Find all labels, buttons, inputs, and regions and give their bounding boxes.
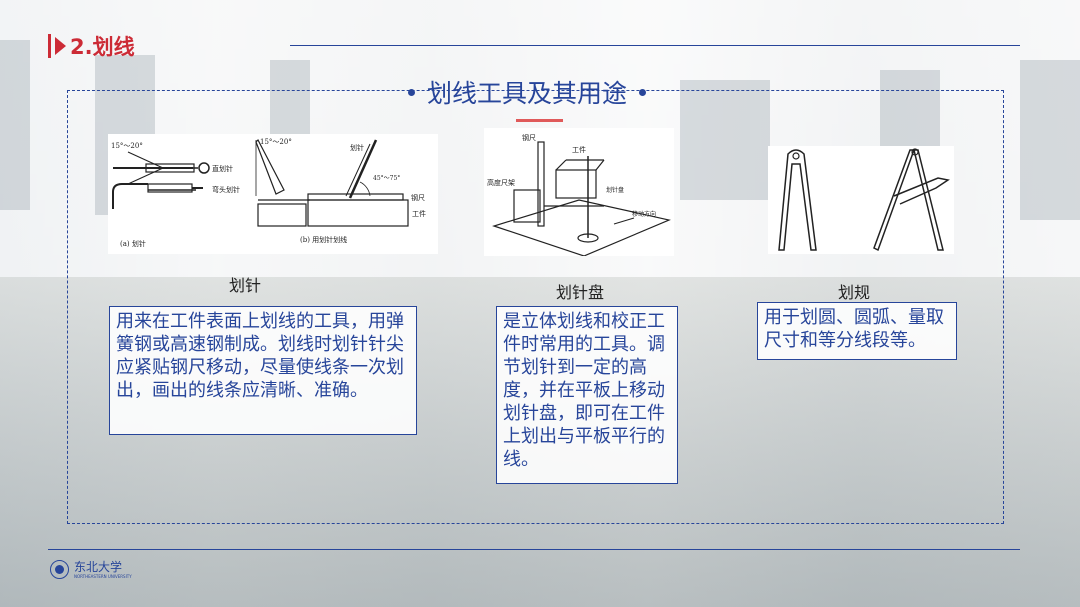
title-dot-left xyxy=(408,88,415,96)
label-height-ruler: 高度尺架 xyxy=(487,178,515,187)
caption-surface-gauge: 划针盘 xyxy=(556,283,605,302)
desc-dividers: 用于划圆、圆弧、量取尺寸和等分线段等。 xyxy=(757,302,957,360)
header-divider xyxy=(290,45,1020,46)
caption-dividers: 划规 xyxy=(838,283,871,302)
surface-gauge-figure: 钢尺 工件 高度尺架 划针盘 移动方向 xyxy=(484,128,674,257)
label-workpiece: 工件 xyxy=(412,209,426,218)
title-underline xyxy=(516,119,563,122)
label-angle-b: 15°～20° xyxy=(260,138,292,146)
label-caption-b: (b) 用划针划线 xyxy=(300,235,347,244)
university-logo: 东北大学 NORTHEASTERN UNIVERSITY xyxy=(50,560,132,579)
content-frame xyxy=(67,90,1004,524)
label-workpiece-2: 工件 xyxy=(572,145,586,154)
label-caption-a: (a) 划针 xyxy=(120,239,146,248)
desc-surface-gauge: 是立体划线和校正工件时常用的工具。调节划针到一定的高度，并在平板上移动划针盘，即… xyxy=(496,306,678,484)
header-arrow-icon xyxy=(55,37,66,55)
label-angle-c: 45°～75° xyxy=(373,175,400,182)
logo-name-en: NORTHEASTERN UNIVERSITY xyxy=(74,573,132,579)
scriber-figure: 15°～20° 直划针 弯头划针 (a) 划针 15°～20° 划针 45°～7… xyxy=(108,134,438,254)
caption-scriber: 划针 xyxy=(229,276,262,295)
header-accent-bar xyxy=(48,34,51,58)
dividers-figure xyxy=(768,146,954,254)
label-bent-scriber: 弯头划针 xyxy=(212,185,240,194)
desc-scriber: 用来在工件表面上划线的工具，用弹簧钢或高速钢制成。划线时划针针尖应紧贴钢尺移动，… xyxy=(109,306,417,435)
slide-title: 划线工具及其用途 xyxy=(427,79,628,108)
logo-name-cn: 东北大学 xyxy=(74,559,123,574)
label-angle-a: 15°～20° xyxy=(111,142,143,150)
label-straight-scriber: 直划针 xyxy=(212,164,233,173)
section-title: 2.划线 xyxy=(70,35,135,59)
label-ruler-2: 钢尺 xyxy=(522,133,536,142)
footer-divider xyxy=(48,549,1020,550)
label-surface-gauge: 划针盘 xyxy=(606,186,624,194)
label-needle: 划针 xyxy=(350,143,364,152)
university-emblem-icon xyxy=(50,560,69,579)
label-ruler: 钢尺 xyxy=(411,193,425,202)
title-dot-right xyxy=(639,88,647,96)
slide-title-group: 划线工具及其用途 xyxy=(408,74,647,110)
